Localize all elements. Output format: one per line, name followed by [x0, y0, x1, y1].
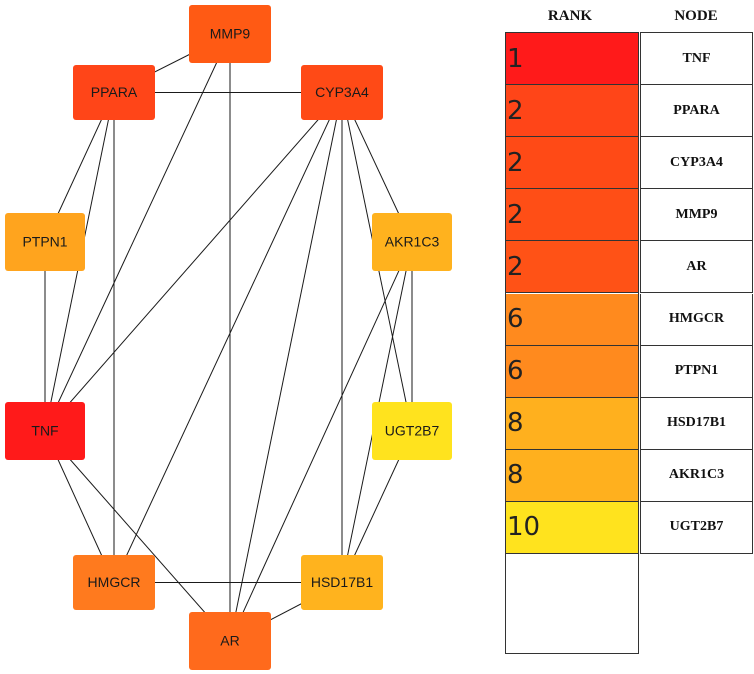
- node-akr1c3: AKR1C3: [372, 213, 452, 271]
- node-box: [301, 65, 383, 120]
- network-edges: [44, 33, 413, 642]
- rank-cell: 6: [505, 293, 639, 346]
- node-box: [372, 402, 452, 460]
- rank-cell: 2: [505, 85, 639, 138]
- edge-akr1c3-ar: [229, 241, 413, 642]
- node-cell: HMGCR: [640, 293, 753, 346]
- node-ar: AR: [189, 612, 271, 670]
- node-cell: PPARA: [640, 85, 753, 138]
- node-label: PPARA: [91, 84, 138, 100]
- node-label: HSD17B1: [311, 574, 373, 590]
- node-box: [189, 5, 271, 63]
- node-cell: MMP9: [640, 189, 753, 242]
- node-column-header: NODE: [674, 7, 718, 24]
- node-cyp3a4: CYP3A4: [301, 65, 383, 120]
- node-box: [301, 555, 383, 610]
- node-mmp9: MMP9: [189, 5, 271, 63]
- rank-cell: 8: [505, 449, 639, 502]
- rank-cell: 10: [505, 501, 639, 554]
- node-cell: CYP3A4: [640, 137, 753, 190]
- node-cell: TNF: [640, 33, 753, 85]
- node-label: MMP9: [210, 26, 251, 42]
- node-cell: PTPN1: [640, 345, 753, 398]
- node-label: HMGCR: [88, 574, 141, 590]
- node-label: TNF: [31, 423, 58, 439]
- node-label: UGT2B7: [385, 423, 440, 439]
- node-cell: AR: [640, 241, 753, 294]
- edge-cyp3a4-hmgcr: [113, 92, 343, 583]
- node-box: [372, 213, 452, 271]
- node-ptpn1: PTPN1: [5, 213, 85, 271]
- table-top-border: [640, 32, 753, 33]
- edge-mmp9-tnf: [44, 33, 231, 432]
- node-box: [73, 555, 155, 610]
- node-label: AKR1C3: [385, 234, 440, 250]
- node-box: [5, 402, 85, 460]
- node-label: CYP3A4: [315, 84, 369, 100]
- edge-cyp3a4-ar: [229, 92, 343, 642]
- node-tnf: TNF: [5, 402, 85, 460]
- edge-tnf-ar: [44, 430, 231, 642]
- node-cell: HSD17B1: [640, 397, 753, 450]
- node-label: AR: [220, 633, 239, 649]
- rank-cell: 2: [505, 241, 639, 294]
- node-cell: UGT2B7: [640, 501, 753, 554]
- rank-cell: 2: [505, 137, 639, 190]
- node-ugt2b7: UGT2B7: [372, 402, 452, 460]
- rank-column-header: RANK: [547, 7, 593, 24]
- rank-cell: 1: [505, 33, 639, 85]
- node-hmgcr: HMGCR: [73, 555, 155, 610]
- edge-cyp3a4-tnf: [44, 92, 343, 432]
- node-cell: AKR1C3: [640, 449, 753, 502]
- node-ppara: PPARA: [73, 65, 155, 120]
- node-hsd17b1: HSD17B1: [301, 555, 383, 610]
- rank-cell: 8: [505, 397, 639, 450]
- rank-cell: 2: [505, 189, 639, 242]
- node-box: [73, 65, 155, 120]
- node-box: [5, 213, 85, 271]
- node-label: PTPN1: [22, 234, 67, 250]
- node-box: [189, 612, 271, 670]
- rank-cell: 6: [505, 345, 639, 398]
